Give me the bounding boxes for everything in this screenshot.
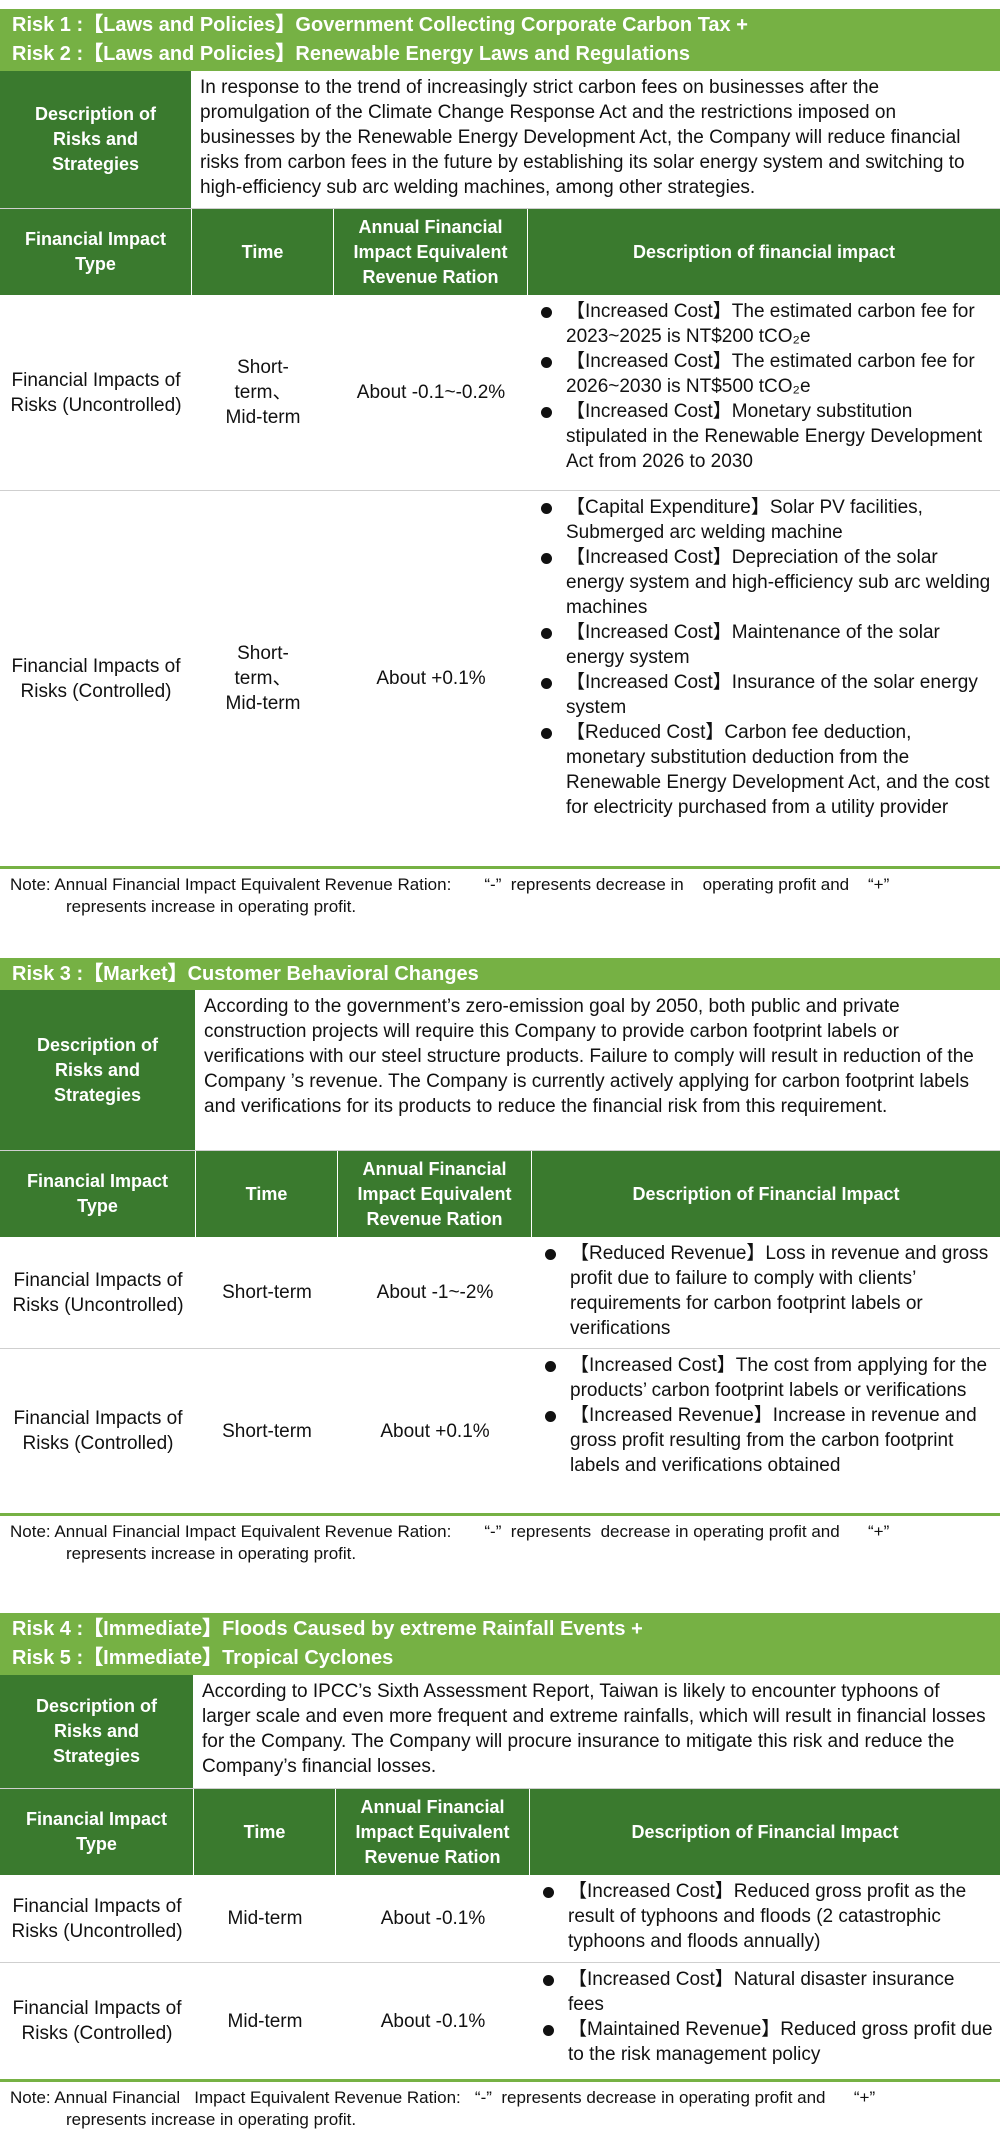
- time-cell: Mid-term: [227, 2010, 303, 2032]
- list-item: 【Increased Cost】The cost from applying f…: [540, 1353, 994, 1403]
- impact-list: 【Increased Cost】The estimated carbon fee…: [536, 299, 994, 474]
- list-item: 【Increased Cost】Monetary substitution st…: [536, 399, 994, 474]
- description-row: Description of Risks and Strategies In r…: [0, 71, 1000, 209]
- header-annual-impact: Annual Financial Impact Equivalent Reven…: [338, 1151, 532, 1237]
- impact-list: 【Capital Expenditure】Solar PV facilities…: [536, 495, 994, 820]
- note-line1: Note: Annual Financial Impact Equivalent…: [10, 2088, 876, 2107]
- list-item: 【Maintained Revenue】Reduced gross profit…: [538, 2017, 994, 2067]
- list-item: 【Increased Cost】The estimated carbon fee…: [536, 299, 994, 349]
- ratio-cell: About -0.1%: [380, 2010, 486, 2032]
- impact-description-cell: 【Increased Cost】The estimated carbon fee…: [528, 295, 1000, 490]
- table-row: Financial Impacts of Risks (Controlled) …: [0, 1349, 1000, 1513]
- table-bottom-rule: [0, 2079, 1000, 2082]
- description-row: Description of Risks and Strategies Acco…: [0, 990, 1000, 1151]
- table-header: Financial Impact Type Time Annual Financ…: [0, 1789, 1000, 1875]
- table-bottom-rule: [0, 866, 1000, 869]
- table-row: Financial Impacts of Risks (Uncontrolled…: [0, 1875, 1000, 1963]
- description-text: According to IPCC’s Sixth Assessment Rep…: [202, 1681, 986, 1777]
- description-text: In response to the trend of increasingly…: [200, 77, 965, 198]
- impact-list: 【Reduced Revenue】Loss in revenue and gro…: [540, 1241, 994, 1341]
- risk-block-2: Risk 3 :【Market】Customer Behavioral Chan…: [0, 958, 1000, 1565]
- risk-title-line2: Risk 5 :【Immediate】Tropical Cyclones: [12, 1647, 394, 1669]
- header-impact-type: Financial Impact Type: [0, 1789, 194, 1875]
- impact-type-cell: Financial Impacts of Risks (Uncontrolled…: [10, 369, 182, 416]
- description-label: Description of Risks and Strategies: [0, 71, 192, 208]
- table-row: Financial Impacts of Risks (Uncontrolled…: [0, 295, 1000, 491]
- impact-type-cell: Financial Impacts of Risks (Controlled): [11, 655, 181, 702]
- table-note: Note: Annual Financial Impact Equivalent…: [0, 869, 1000, 918]
- impact-description-cell: 【Increased Cost】Natural disaster insuran…: [530, 1963, 1000, 2079]
- risk-header: Risk 3 :【Market】Customer Behavioral Chan…: [0, 958, 1000, 990]
- ratio-cell: About +0.1%: [376, 668, 486, 689]
- header-impact-description: Description of financial impact: [632, 241, 896, 262]
- table-row: Financial Impacts of Risks (Controlled) …: [0, 491, 1000, 866]
- list-item: 【Reduced Cost】Carbon fee deduction, mone…: [536, 720, 994, 820]
- list-item: 【Reduced Revenue】Loss in revenue and gro…: [540, 1241, 994, 1341]
- list-item: 【Increased Revenue】Increase in revenue a…: [540, 1403, 994, 1478]
- ratio-cell: About -0.1~-0.2%: [356, 382, 506, 403]
- table-bottom-rule: [0, 1513, 1000, 1516]
- impact-list: 【Increased Cost】Reduced gross profit as …: [538, 1879, 994, 1954]
- note-line1: Note: Annual Financial Impact Equivalent…: [10, 1522, 890, 1541]
- risk-title-line2: Risk 2 :【Laws and Policies】Renewable Ene…: [12, 43, 690, 65]
- table-row: Financial Impacts of Risks (Uncontrolled…: [0, 1237, 1000, 1349]
- list-item: 【Increased Cost】Natural disaster insuran…: [538, 1967, 994, 2017]
- note-line2: represents increase in operating profit.: [66, 897, 357, 916]
- time-cell: Short-term、Mid-term: [225, 643, 301, 714]
- list-item: 【Increased Cost】Insurance of the solar e…: [536, 670, 994, 720]
- impact-type-cell: Financial Impacts of Risks (Uncontrolled…: [12, 1269, 184, 1316]
- risk-header: Risk 4 :【Immediate】Floods Caused by extr…: [0, 1613, 1000, 1675]
- description-label: Description of Risks and Strategies: [0, 1675, 194, 1788]
- table-note: Note: Annual Financial Impact Equivalent…: [0, 1516, 1000, 1565]
- note-line1: Note: Annual Financial Impact Equivalent…: [10, 875, 890, 894]
- header-impact-description: Description of Financial Impact: [632, 1183, 900, 1204]
- header-annual-impact: Annual Financial Impact Equivalent Reven…: [336, 1789, 530, 1875]
- impact-description-cell: 【Capital Expenditure】Solar PV facilities…: [528, 491, 1000, 866]
- impact-description-cell: 【Increased Cost】Reduced gross profit as …: [530, 1875, 1000, 1962]
- list-item: 【Increased Cost】The estimated carbon fee…: [536, 349, 994, 399]
- list-item: 【Increased Cost】Reduced gross profit as …: [538, 1879, 994, 1954]
- header-impact-description: Description of Financial Impact: [631, 1821, 899, 1842]
- time-cell: Short-term: [222, 1282, 312, 1303]
- table-note: Note: Annual Financial Impact Equivalent…: [0, 2082, 1000, 2131]
- impact-description-cell: 【Reduced Revenue】Loss in revenue and gro…: [532, 1237, 1000, 1348]
- ratio-cell: About +0.1%: [380, 1420, 490, 1442]
- impact-type-cell: Financial Impacts of Risks (Uncontrolled…: [11, 1895, 183, 1942]
- header-time: Time: [196, 1151, 338, 1237]
- table-header: Financial Impact Type Time Annual Financ…: [0, 1151, 1000, 1237]
- header-time: Time: [194, 1789, 336, 1875]
- table-header: Financial Impact Type Time Annual Financ…: [0, 209, 1000, 295]
- note-line2: represents increase in operating profit.: [66, 1544, 357, 1563]
- risk-block-1: Risk 1 :【Laws and Policies】Government Co…: [0, 9, 1000, 918]
- list-item: 【Capital Expenditure】Solar PV facilities…: [536, 495, 994, 545]
- impact-type-cell: Financial Impacts of Risks (Controlled): [13, 1408, 183, 1454]
- description-label: Description of Risks and Strategies: [0, 990, 196, 1150]
- header-time: Time: [192, 209, 334, 295]
- risk-block-3: Risk 4 :【Immediate】Floods Caused by extr…: [0, 1613, 1000, 2131]
- risk-title-line1: Risk 4 :【Immediate】Floods Caused by extr…: [12, 1618, 643, 1640]
- header-impact-type: Financial Impact Type: [0, 209, 192, 295]
- time-cell: Short-term、Mid-term: [225, 357, 301, 428]
- ratio-cell: About -1~-2%: [376, 1282, 494, 1303]
- risk-title-line1: Risk 3 :【Market】Customer Behavioral Chan…: [12, 963, 479, 985]
- list-item: 【Increased Cost】Depreciation of the sola…: [536, 545, 994, 620]
- header-impact-type: Financial Impact Type: [0, 1151, 196, 1237]
- header-annual-impact: Annual Financial Impact Equivalent Reven…: [334, 209, 528, 295]
- risk-title-line1: Risk 1 :【Laws and Policies】Government Co…: [12, 14, 748, 36]
- risk-header: Risk 1 :【Laws and Policies】Government Co…: [0, 9, 1000, 71]
- time-cell: Mid-term: [227, 1908, 303, 1929]
- description-row: Description of Risks and Strategies Acco…: [0, 1675, 1000, 1789]
- list-item: 【Increased Cost】Maintenance of the solar…: [536, 620, 994, 670]
- impact-description-cell: 【Increased Cost】The cost from applying f…: [532, 1349, 1000, 1513]
- description-text: According to the government’s zero-emiss…: [204, 996, 974, 1117]
- impact-type-cell: Financial Impacts of Risks (Controlled): [12, 1998, 182, 2044]
- ratio-cell: About -0.1%: [380, 1908, 486, 1929]
- impact-list: 【Increased Cost】Natural disaster insuran…: [538, 1967, 994, 2067]
- table-row: Financial Impacts of Risks (Controlled) …: [0, 1963, 1000, 2079]
- time-cell: Short-term: [222, 1420, 312, 1442]
- impact-list: 【Increased Cost】The cost from applying f…: [540, 1353, 994, 1478]
- note-line2: represents increase in operating profit.: [66, 2110, 357, 2129]
